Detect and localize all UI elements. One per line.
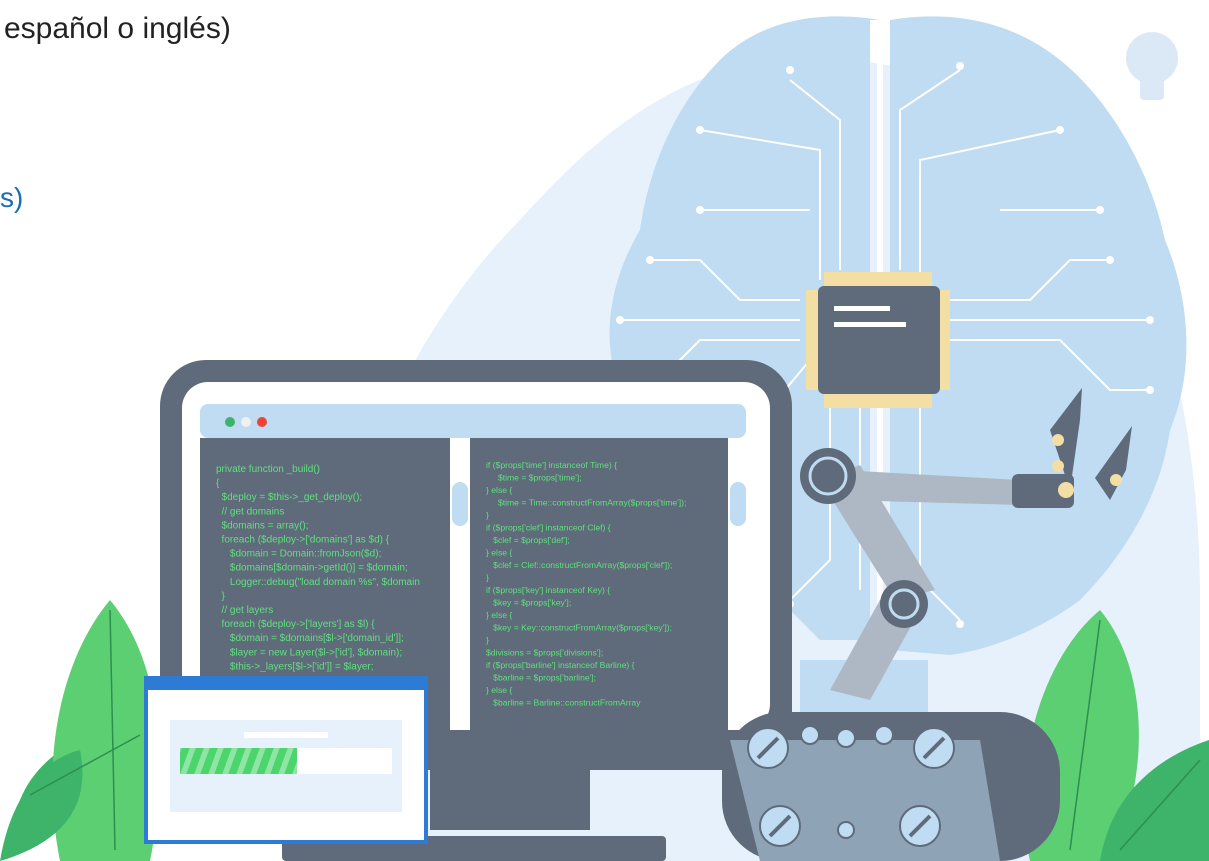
code-line: } else { — [486, 610, 512, 620]
code-line: $time = $props['time']; — [486, 473, 582, 483]
heading-line-1: español o inglés) — [4, 12, 231, 45]
code-line: if ($props['barline'] instanceof Barline… — [486, 660, 635, 670]
code-line: $time = Time::constructFromArray($props[… — [486, 498, 686, 508]
code-line: if ($props['clef'] instanceof Clef) { — [486, 523, 611, 533]
progress-fill — [180, 748, 297, 774]
code-line: } — [486, 510, 489, 520]
code-line: // get domains — [216, 506, 284, 517]
code-line: $barline = $props['barline']; — [486, 673, 596, 683]
code-line: if ($props['key'] instanceof Key) { — [486, 585, 610, 595]
code-line: } — [486, 573, 489, 583]
code-line: } — [486, 635, 489, 645]
code-line: { — [216, 478, 220, 489]
code-line: $domains[$domain->getId()] = $domain; — [216, 563, 408, 574]
heading-line-2: s) — [0, 182, 24, 213]
code-line: $clef = Clef::constructFromArray($props[… — [486, 560, 672, 570]
code-line: // get layers — [216, 605, 273, 616]
code-line: $divisions = $props['divisions']; — [486, 648, 603, 658]
code-line: } else { — [486, 685, 512, 695]
code-line: $clef = $props['def']; — [486, 535, 570, 545]
code-line: if ($props['time'] instanceof Time) { — [486, 460, 617, 470]
code-line: Logger::debug("load domain %s", $domain — [216, 577, 420, 588]
code-line: $domains = array(); — [216, 520, 309, 531]
code-line: } else { — [486, 485, 512, 495]
code-line: } else { — [486, 548, 512, 558]
progress-dialog — [144, 676, 428, 844]
plant-leaves-left — [0, 600, 160, 861]
code-line: } — [216, 591, 226, 602]
code-line: $domain = Domain::fromJson($d); — [216, 549, 381, 560]
lightbulb-icon — [1126, 32, 1178, 100]
code-line: foreach ($deploy->['layers'] as $l) { — [216, 619, 375, 630]
code-line: $key = $props['key']; — [486, 598, 571, 608]
code-line: $this->_layers[$l->['id']] = $layer; — [216, 661, 374, 672]
code-line: $domain = $domains[$l->['domain_id']]; — [216, 633, 404, 644]
code-line: private function _build() — [216, 464, 320, 475]
microchip-icon — [806, 272, 950, 408]
code-line: $key = Key::constructFromArray($props['k… — [486, 623, 672, 633]
code-listing-right: if ($props['time'] instanceof Time) { $t… — [486, 460, 686, 708]
robot-arm — [722, 388, 1132, 861]
code-line: foreach ($deploy->['domains'] as $d) { — [216, 535, 390, 546]
traffic-light-dots-icon — [225, 417, 267, 427]
code-line: $layer = new Layer($l->['id'], $domain); — [216, 647, 402, 658]
code-line: $deploy = $this->_get_deploy(); — [216, 492, 362, 503]
code-line: $barline = Barline::constructFromArray — [486, 698, 641, 708]
